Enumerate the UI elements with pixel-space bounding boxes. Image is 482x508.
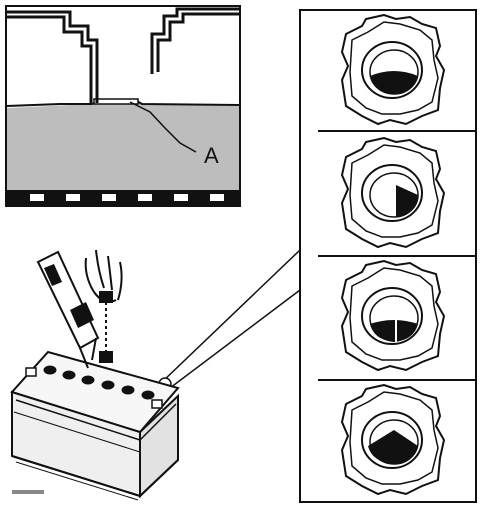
hydrometer-tube [38,252,98,368]
indicator-level-line [342,261,444,370]
level-indicator-panel [300,10,476,502]
indicator-level-low [342,15,444,124]
hand-holding-cap [86,250,122,362]
callout-label-a: A [204,143,219,168]
indicator-level-half [342,138,444,247]
indicator-level-ok [342,385,444,494]
battery-illustration [12,250,178,500]
zoom-callout-lines [159,250,300,390]
cell-cross-section-panel: A [6,6,240,206]
